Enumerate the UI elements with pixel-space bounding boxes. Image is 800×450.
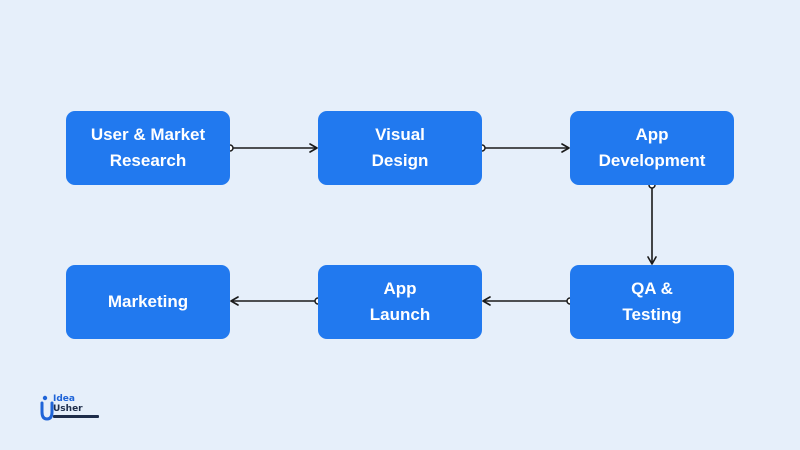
step-label-line2: Development: [598, 151, 706, 170]
step-label-line1: App: [635, 125, 669, 144]
step-app-launch: App Launch: [318, 265, 482, 339]
logo-text-line2: Usher: [53, 404, 83, 414]
step-app-development: App Development: [570, 111, 734, 185]
connector-design-to-development: [478, 143, 570, 153]
connector-launch-to-marketing: [230, 296, 322, 306]
step-label-line1: QA &: [631, 279, 673, 298]
logo-tagline-bar: [53, 415, 99, 418]
step-label-line1: Marketing: [107, 292, 189, 311]
step-label-line1: Visual: [375, 125, 425, 144]
step-user-market-research: User & Market Research: [66, 111, 230, 185]
step-label-line2: Design: [371, 151, 429, 170]
step-label-line1: App: [383, 279, 417, 298]
logo-text-line1: Idea: [53, 394, 75, 404]
connector-research-to-design: [226, 143, 318, 153]
step-label-line1: User & Market: [90, 125, 206, 144]
step-marketing: Marketing: [66, 265, 230, 339]
step-label-line2: Testing: [622, 305, 682, 324]
connector-development-to-qa: [647, 181, 657, 265]
connector-qa-to-launch: [482, 296, 574, 306]
step-label-line2: Launch: [369, 305, 431, 324]
brand-logo: Idea Usher: [40, 395, 102, 423]
step-label-line2: Research: [109, 151, 187, 170]
step-visual-design: Visual Design: [318, 111, 482, 185]
logo-u-mark-icon: [40, 395, 54, 421]
step-qa-testing: QA & Testing: [570, 265, 734, 339]
